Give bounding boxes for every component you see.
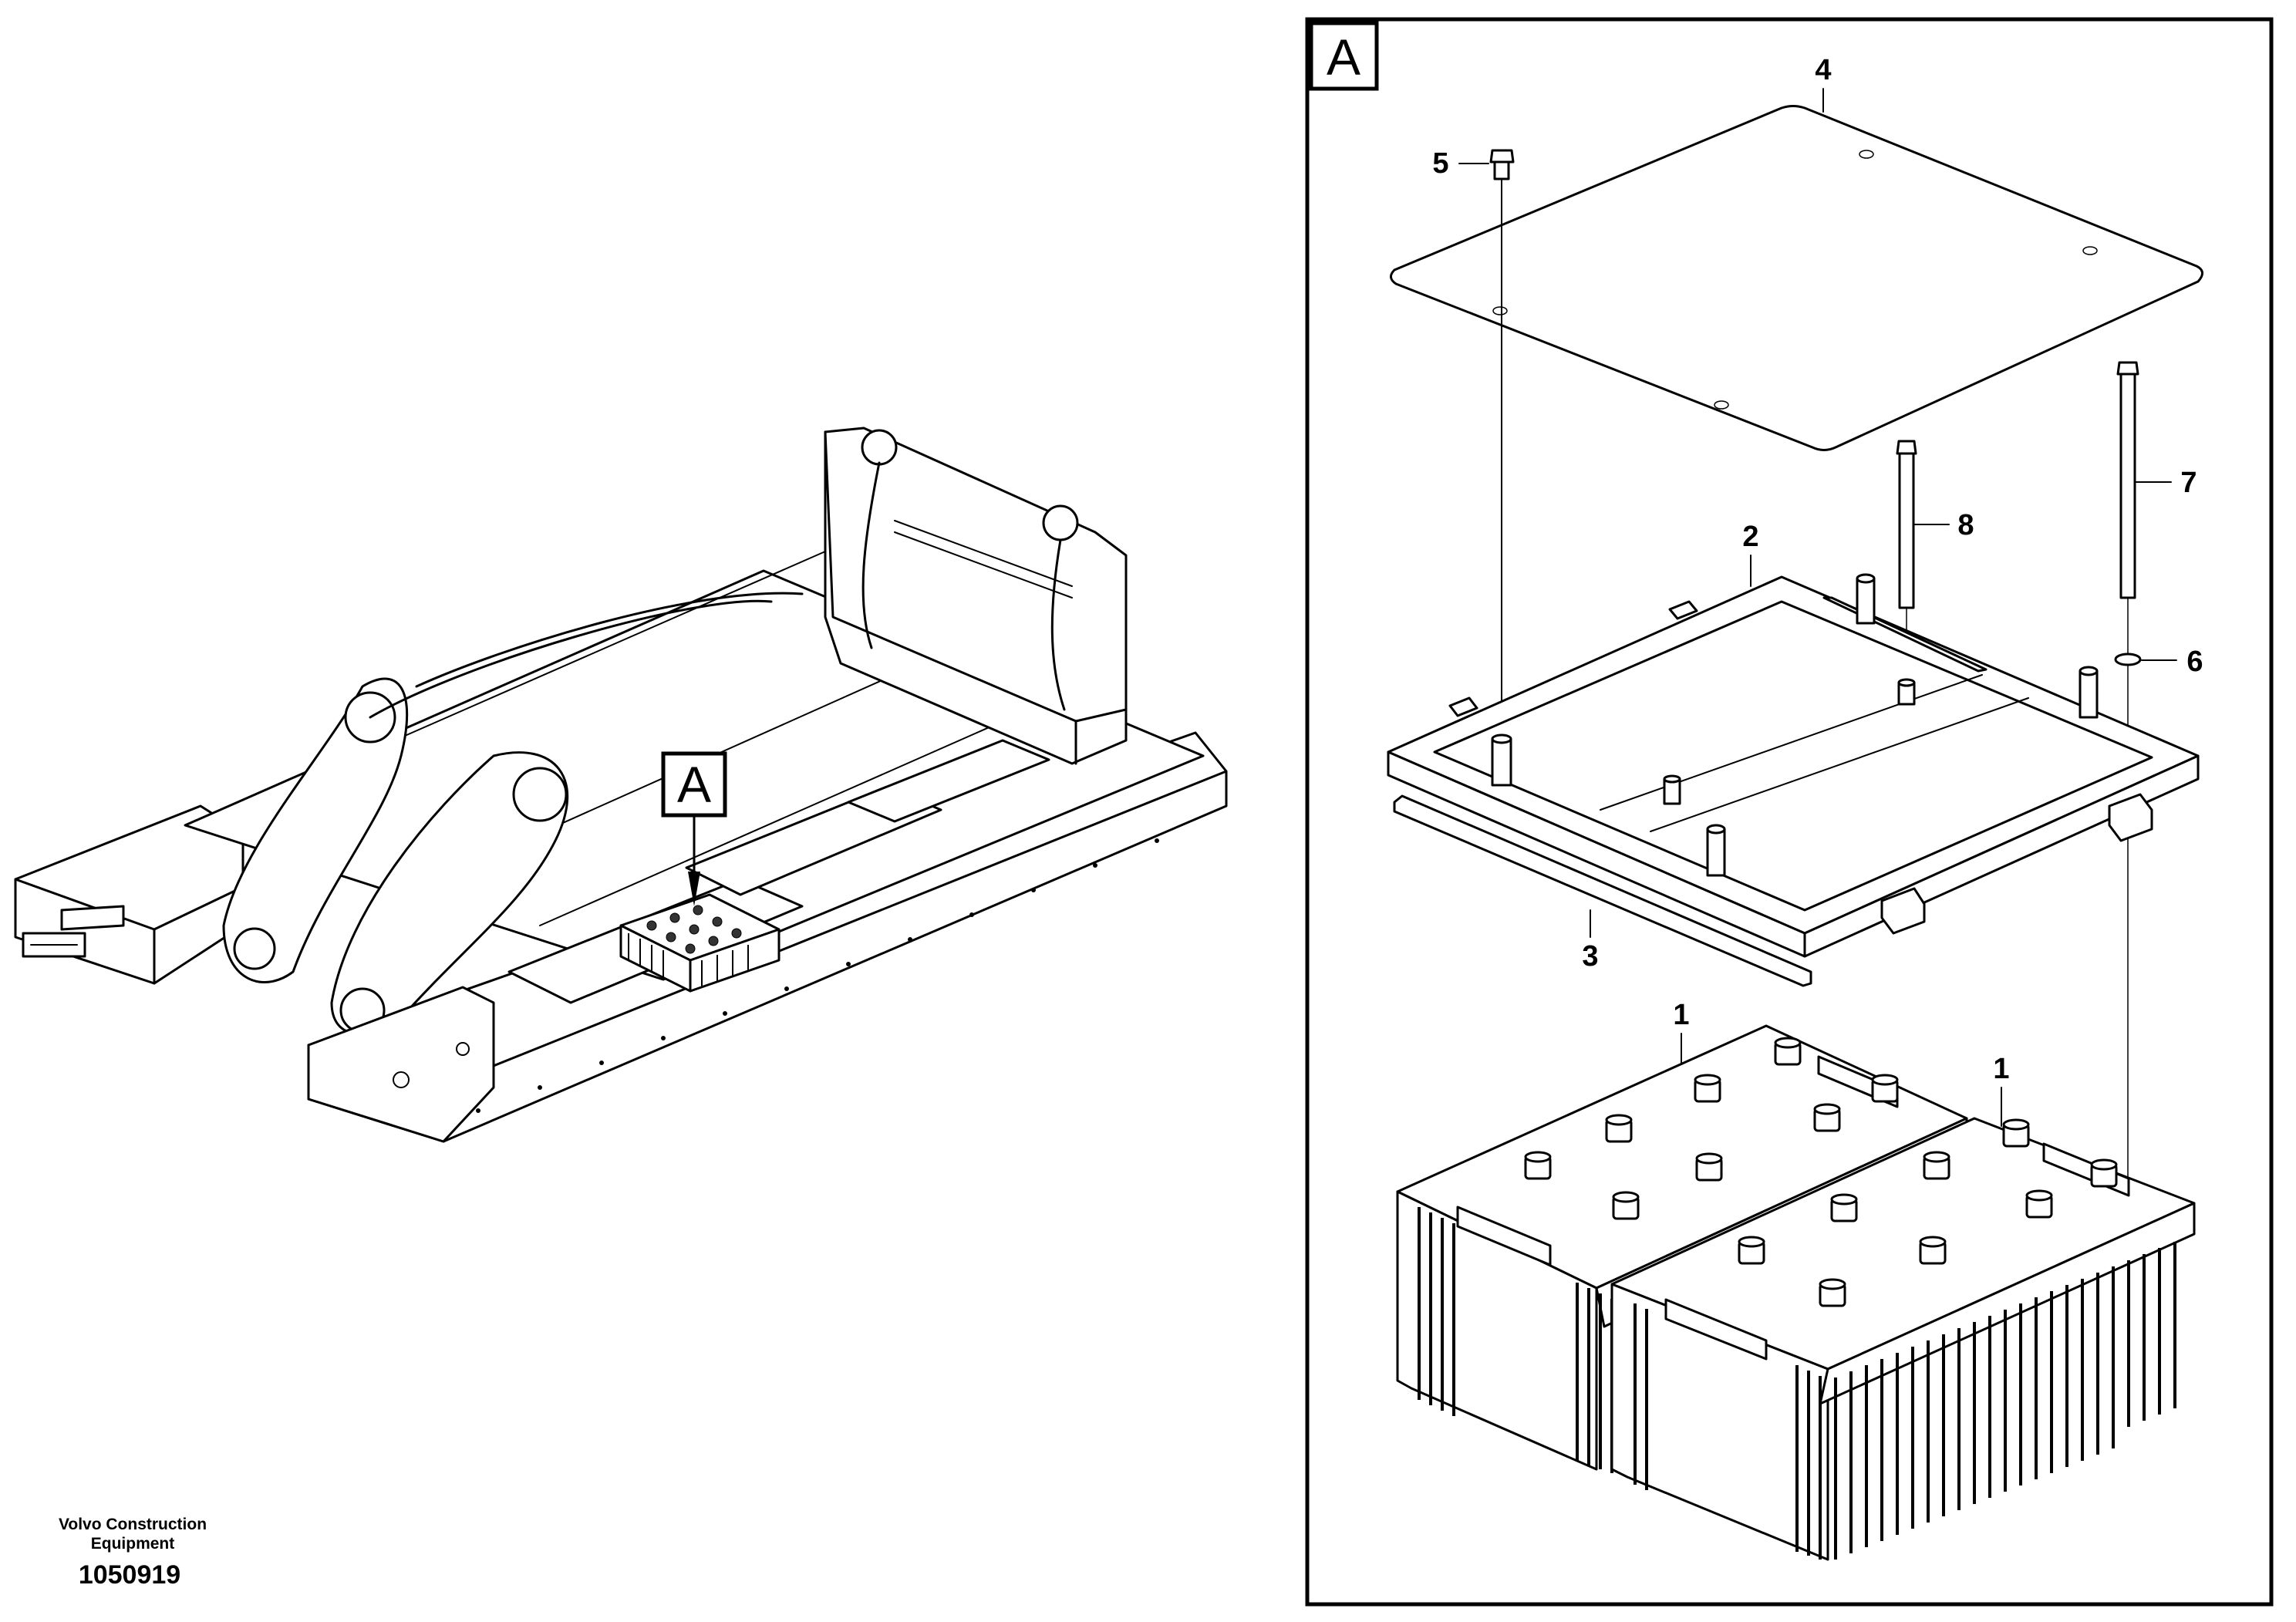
callout-6: 6 [2186, 646, 2203, 678]
callout-5: 5 [1432, 147, 1448, 180]
battery-right [1610, 1117, 2196, 1561]
drawing-number: 1050919 [79, 1560, 180, 1590]
detail-view-label-box [1309, 21, 1379, 91]
battery-left-terminals [1524, 1037, 1899, 1220]
battery-frame [1387, 573, 2200, 958]
callout-4: 4 [1815, 54, 1831, 86]
callouts: 4 5 7 8 2 6 3 1 1 [1432, 54, 2203, 1127]
long-bolt [2116, 361, 2139, 1273]
rubber-strip [1393, 794, 1812, 987]
screw [1489, 149, 1515, 791]
callout-1-right: 1 [1993, 1053, 2009, 1085]
callout-8: 8 [1957, 509, 1974, 541]
detail-view-label: A [1327, 29, 1360, 86]
manufacturer-line-1: Volvo Construction [59, 1516, 207, 1533]
manufacturer-line-2: Equipment [91, 1535, 175, 1553]
cover-plate [1390, 105, 2203, 451]
callout-2: 2 [1742, 521, 1758, 553]
view-marker-label: A [677, 756, 711, 813]
battery-right-terminals [1738, 1118, 2118, 1307]
footer: Volvo Construction Equipment 1050919 [59, 1516, 207, 1590]
washer [2114, 653, 2142, 666]
callout-3: 3 [1582, 940, 1598, 973]
callout-7: 7 [2180, 467, 2197, 499]
battery-box-location [619, 893, 781, 993]
detail-view-frame [1305, 17, 2274, 1607]
callout-1-left: 1 [1673, 999, 1689, 1031]
machine-frame-overview: A [14, 427, 1228, 1143]
